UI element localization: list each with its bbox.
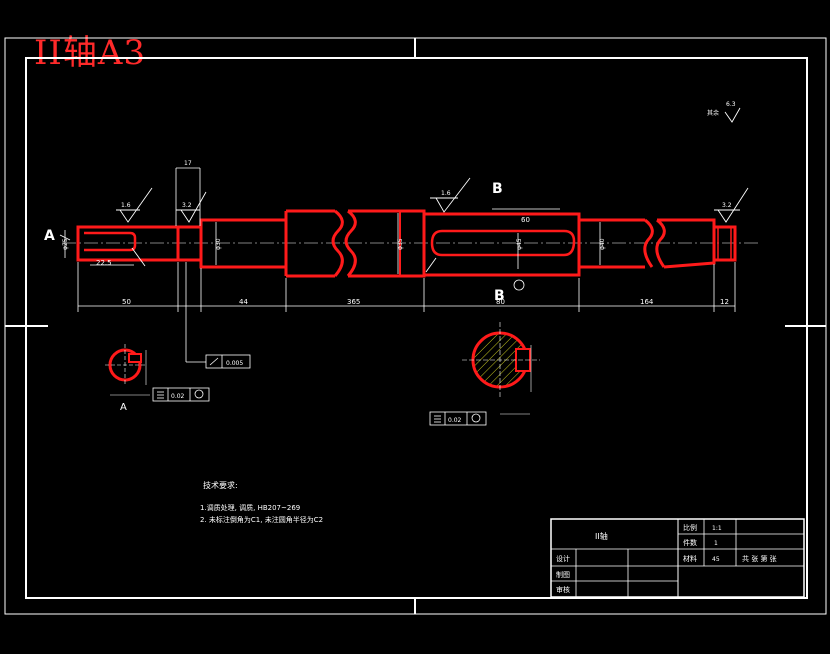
tech-req-line1: 1.调质处理, 调质, HB207~269 [200,503,300,512]
tb-check-label: 审核 [556,585,570,594]
dim-17: 17 [184,160,192,167]
roughness-symbols [116,107,749,273]
dim-dia-seg4: φ40 [599,238,606,250]
tb-design-label: 设计 [556,554,570,563]
tolerance-frame-a [152,387,210,402]
roughness-value-4: 3.2 [722,202,732,209]
tb-qty-value: 1 [714,540,718,547]
shaft-outline [76,209,737,278]
section-label-top: B [492,181,503,197]
dim-dia-seg3: φ45 [516,238,523,250]
dim-365: 365 [347,298,360,306]
dim-dia-left: φ25 [62,238,69,250]
section-label-bottom: B [494,288,505,304]
dim-164: 164 [640,298,654,306]
dim-dia-seg1: φ30 [215,238,222,250]
section-a-label: A [120,402,127,413]
section-view-a [105,344,150,396]
tol-runout-value: 0.005 [226,360,243,367]
section-label-left: A [44,228,55,244]
dim-key-225: 22.5 [96,259,112,267]
tb-material-label: 材料 [683,554,697,563]
tb-ratio-label: 比例 [683,523,697,532]
dim-80: 80 [496,298,505,306]
roughness-top-right-value: 6.3 [726,101,736,108]
tb-right-text: 共 张 第 张 [742,554,777,563]
dim-44: 44 [239,298,248,306]
title-block [550,518,805,598]
roughness-top-right: 其余 [707,109,719,117]
drawing-frame [4,37,827,615]
section-view-b [462,322,540,415]
dim-dia-seg2: φ35 [397,238,404,250]
dim-50: 50 [122,298,131,306]
title-banner: II轴A3 [34,33,147,73]
dimension-lines [59,167,736,363]
tb-ratio-value: 1:1 [712,525,722,532]
dim-12: 12 [720,298,729,306]
tb-part-name: II轴 [595,531,608,541]
tb-draw-label: 制图 [556,570,570,579]
tol-a-value: 0.02 [171,393,185,400]
tb-material-value: 45 [712,556,720,563]
tech-req-heading: 技术要求: [203,480,238,490]
tol-b-value: 0.02 [448,417,462,424]
dim-key-60: 60 [521,216,530,224]
tolerance-frame-runout [205,354,251,369]
roughness-value-1: 1.6 [121,202,131,209]
roughness-value-3: 1.6 [441,190,451,197]
roughness-value-2: 3.2 [182,202,192,209]
tech-req-line2: 2. 未标注倒角为C1, 未注圆角半径为C2 [200,515,323,524]
tolerance-frame-b [429,279,525,426]
tb-qty-label: 件数 [683,538,697,547]
